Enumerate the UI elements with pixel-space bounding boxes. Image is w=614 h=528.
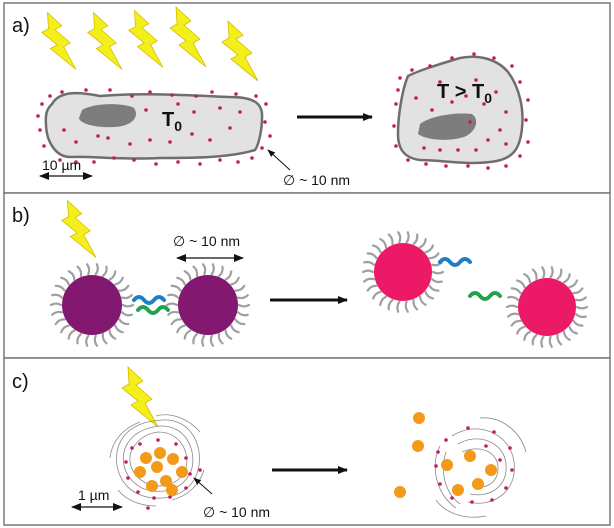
pink-nanoparticle-left <box>374 243 432 301</box>
dna-strand-blue <box>132 295 166 305</box>
panel-c-frame <box>3 357 611 526</box>
drug-payload <box>134 447 188 496</box>
nucleus-before <box>79 104 136 128</box>
pointer-arrow-a <box>267 149 291 171</box>
purple-nanoparticle-right <box>178 275 238 335</box>
purple-nanoparticle-left <box>62 275 122 335</box>
panel-a-label: a) <box>12 15 30 37</box>
scale-bar-label-a: 10 µm <box>42 157 81 173</box>
nanoparticles-after <box>392 52 530 170</box>
panel-a: a) T0 10 µm ∅ ~ 10 nm T > T0 <box>12 6 530 188</box>
panel-b: b) ∅ ~ 10 nm <box>12 200 589 348</box>
scale-bar-label-c: 1 µm <box>78 487 109 503</box>
cell-before <box>44 91 264 160</box>
diameter-label-b: ∅ ~ 10 nm <box>173 233 240 249</box>
pink-nanoparticle-right <box>518 278 576 336</box>
vesicle-before <box>109 414 205 507</box>
cell-before-label: T0 <box>162 109 182 134</box>
vesicle-nanoparticles-after <box>434 426 514 504</box>
diameter-label-a: ∅ ~ 10 nm <box>283 172 350 188</box>
diameter-label-c: ∅ ~ 10 nm <box>203 504 270 520</box>
dna-strand-green <box>136 305 170 315</box>
released-drug <box>394 412 497 498</box>
panel-c-label: c) <box>12 371 29 393</box>
panel-c: c) ∅ ~ 10 nm 1 µm <box>12 366 527 520</box>
nanoparticles-before <box>36 88 272 166</box>
cell-after-label: T > T0 <box>437 81 492 106</box>
panel-b-label: b) <box>12 205 30 227</box>
dna-strand-green-released <box>468 291 502 301</box>
vesicle-nanoparticles <box>124 438 202 510</box>
pointer-arrow-c <box>193 477 213 495</box>
dna-strand-blue-released <box>438 257 472 267</box>
nucleus-after <box>418 113 477 140</box>
cell-after <box>396 55 524 165</box>
